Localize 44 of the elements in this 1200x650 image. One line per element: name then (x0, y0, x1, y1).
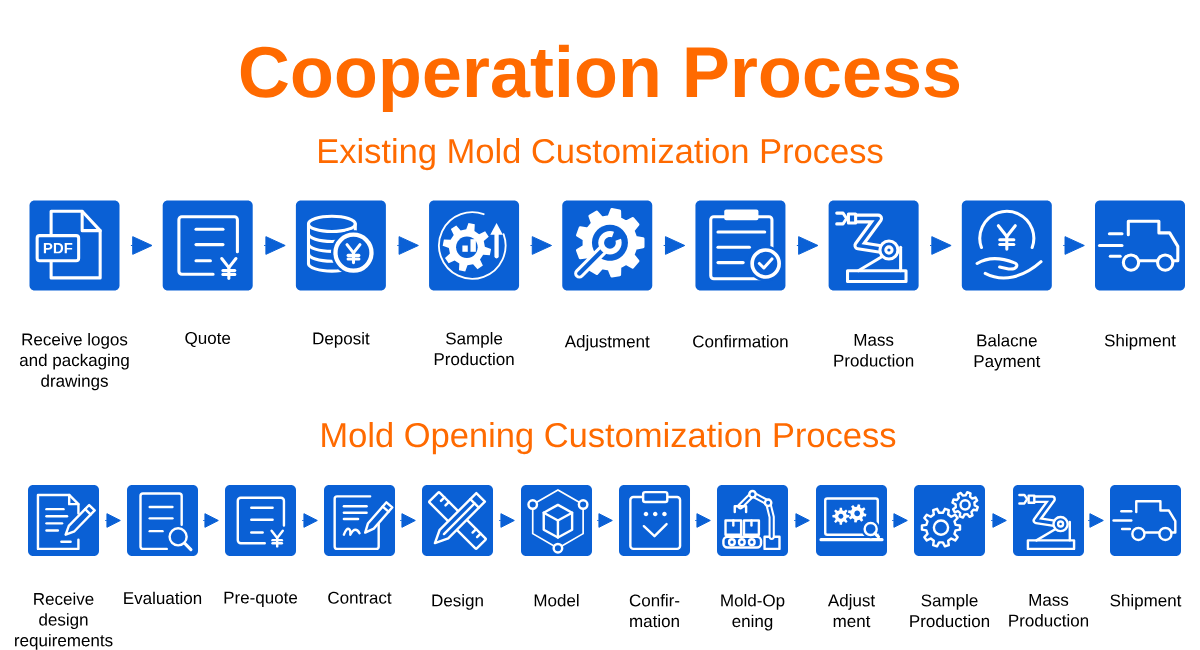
step-label: Evaluation (124, 591, 202, 605)
step-label: Confir- mation (629, 594, 680, 628)
section-heading: Mold Opening Customization Process (322, 422, 896, 455)
step-label: Confirmation (693, 335, 788, 348)
step-label: Shipment (1104, 334, 1176, 350)
step-label: Balacne Payment (974, 334, 1041, 371)
arrow (929, 236, 952, 255)
file-type-label: PDF (43, 243, 73, 254)
step-label: Model (534, 594, 579, 607)
step-label: Design (432, 594, 483, 610)
step-label: Pre-quote (224, 591, 298, 607)
arrow (891, 513, 908, 528)
step-label: Sample Production (434, 332, 514, 366)
arrow (990, 513, 1007, 528)
step-label: Receive logos and packaging drawings (19, 333, 129, 391)
arrow (202, 513, 219, 528)
arrow (1087, 513, 1104, 528)
arrow (263, 236, 286, 255)
step-label: Sample Production (910, 594, 989, 628)
title: Cooperation Process (240, 44, 960, 112)
step-label: Quote (185, 332, 231, 348)
section-heading: Existing Mold Customization Process (319, 138, 883, 171)
arrow (498, 513, 515, 528)
step-label: Mass Production (834, 334, 914, 367)
step-label: Mass Production (1009, 594, 1088, 627)
step-label: Shipment (1110, 594, 1182, 610)
arrow (663, 236, 686, 255)
arrow (399, 513, 416, 528)
arrow (104, 513, 121, 528)
step-label: Mold-Op ening (721, 594, 785, 631)
step-label: Contract (328, 591, 392, 604)
arrow (301, 513, 318, 528)
arrow (1062, 236, 1085, 255)
arrow (529, 236, 553, 255)
step-label: Receive design requirements (15, 592, 113, 650)
arrow (596, 513, 613, 528)
step-label: Deposit (313, 332, 370, 348)
arrow (396, 236, 419, 255)
arrow (130, 236, 153, 255)
arrow (694, 513, 711, 528)
step-label: Adjustment (564, 335, 650, 351)
arrow (793, 513, 810, 528)
step-label: Adjust ment (827, 594, 875, 628)
arrow (796, 236, 819, 255)
